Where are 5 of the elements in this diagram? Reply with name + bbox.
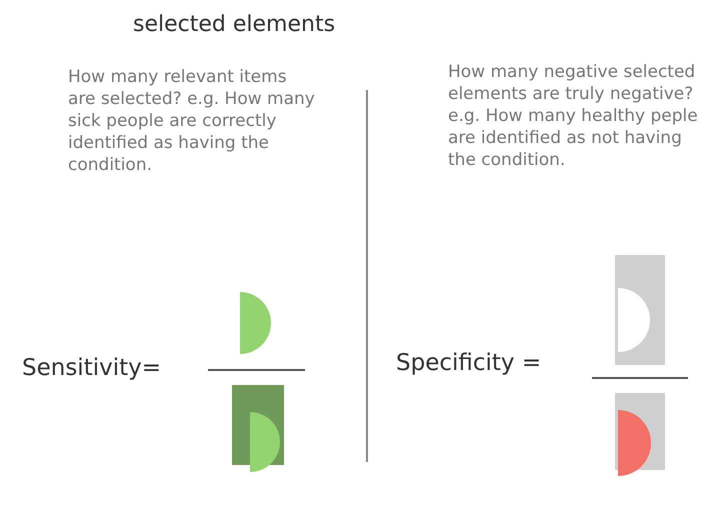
sensitivity-description: How many relevant items are selected? e.g. How many sick people are correctly identified as having the condition.	[68, 66, 316, 176]
specificity-description: How many negative selected elements are truly negative? e.g. How many healthy peple are identified as not having the condition.	[448, 61, 699, 171]
specificity-formula-label: Specificity =	[396, 350, 542, 376]
heading: selected elements	[133, 12, 336, 37]
sensitivity-formula-label: Sensitivity=	[22, 355, 162, 381]
